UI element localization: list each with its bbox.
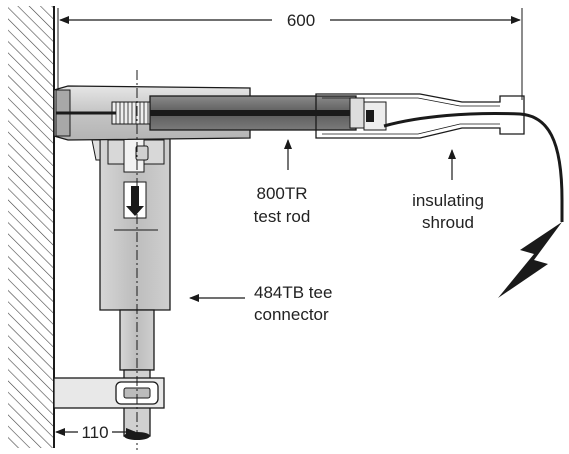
dimension-extension-lines <box>57 8 523 100</box>
tee-vertical-body <box>91 129 171 311</box>
tee-connector-callout: 484TB tee connector <box>189 283 332 324</box>
dimension-110-label: 110 <box>81 423 108 442</box>
shroud-label-line1: insulating <box>412 191 484 210</box>
mounting-bracket <box>53 377 165 409</box>
test-rod <box>149 95 365 131</box>
tee-label-line2: connector <box>254 305 329 324</box>
wall <box>8 6 55 448</box>
shroud-label-line2: shroud <box>422 213 474 232</box>
test-rod-label-line2: test rod <box>254 207 311 226</box>
tee-label-line1: 484TB tee <box>254 283 332 302</box>
test-rod-label-line1: 800TR <box>256 184 307 203</box>
dimension-600: 600 <box>59 11 521 30</box>
insulating-shroud <box>315 93 525 139</box>
output-cable <box>383 112 564 222</box>
shroud-callout: insulating shroud <box>412 149 484 232</box>
dimension-600-label: 600 <box>287 11 315 30</box>
test-rod-callout: 800TR test rod <box>254 139 311 226</box>
lightning-bolt-icon <box>498 222 562 298</box>
dimension-110: 110 <box>55 423 136 442</box>
